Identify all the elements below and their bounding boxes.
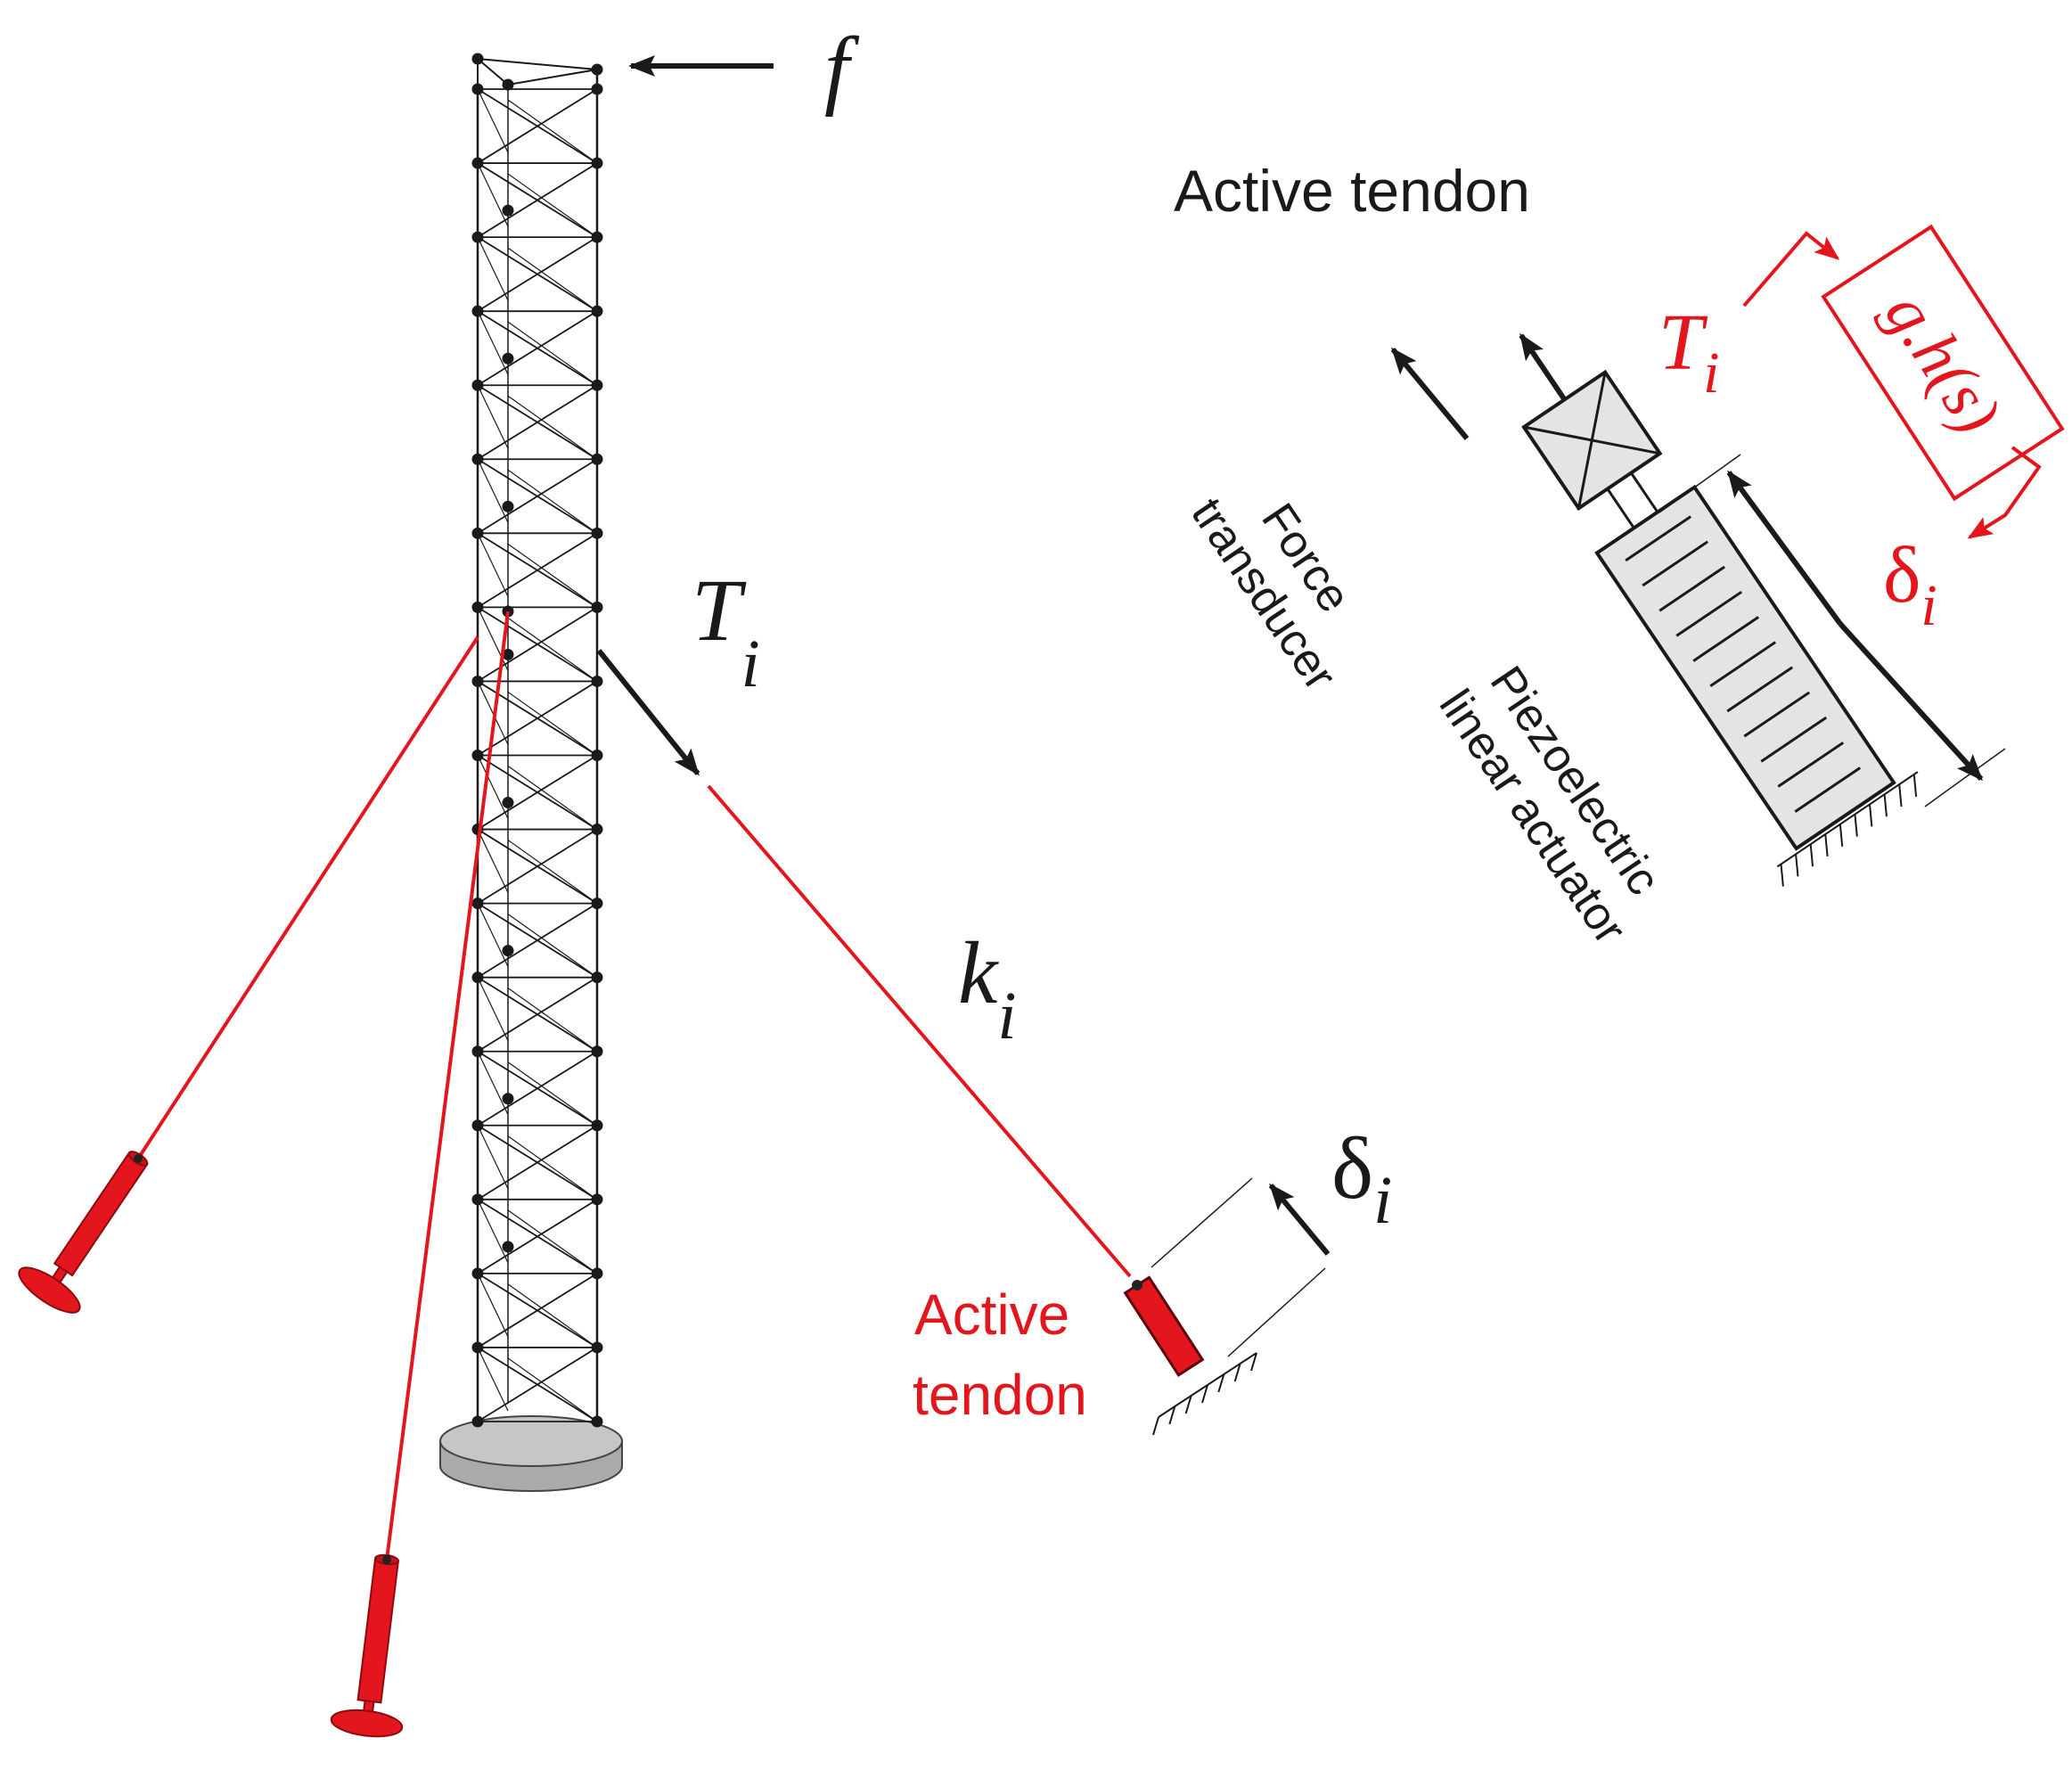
displacement-label: δi <box>1331 1119 1392 1238</box>
truss-base-disc <box>439 1415 623 1492</box>
tension-label: Ti <box>692 561 760 701</box>
delta-arrow <box>1268 1183 1331 1256</box>
lattice-truss-tower <box>471 53 603 1428</box>
force-label: f <box>824 19 860 118</box>
displacement-subscript: i <box>1373 1163 1392 1238</box>
inset-displacement-double-arrow <box>1658 454 2006 807</box>
stiffness-subscript: i <box>997 979 1016 1053</box>
piezo-actuator-body <box>1594 484 1896 851</box>
active-tendon-red-line1: Active <box>914 1282 1069 1347</box>
tension-subscript: i <box>741 627 760 701</box>
active-tendon-cable <box>707 784 1132 1278</box>
svg-text:Force transducer: Force transducer <box>1181 458 1392 700</box>
inset-title: Active tendon <box>1174 158 1530 224</box>
active-tendon-ground-hatch <box>1152 1352 1257 1436</box>
inset-displacement-symbol: δ <box>1883 531 1920 619</box>
tension-arrow <box>596 649 700 776</box>
inset-displacement-label: δi <box>1883 531 1937 638</box>
feedback-loop: g.h(s) <box>1742 224 2065 539</box>
active-tendon-red-line2: tendon <box>913 1363 1087 1427</box>
inset-tension-subscript: i <box>1703 340 1719 406</box>
piezo-actuator-label: Piezoelectric linear actuator <box>1429 650 1683 954</box>
displacement-symbol: δ <box>1331 1119 1373 1217</box>
stiffness-symbol: k <box>958 923 999 1022</box>
tension-symbol: T <box>692 561 747 660</box>
force-transducer-label: Force transducer <box>1181 458 1392 700</box>
inset-tendon-assembly <box>1519 332 1919 887</box>
active-tendon-red-label: Active tendon <box>913 1282 1087 1427</box>
stiffness-label: ki <box>958 923 1017 1053</box>
inset-tension-symbol: T <box>1658 299 1708 387</box>
delta-dimension-lines <box>1151 1177 1326 1357</box>
svg-text:Piezoelectric linear act: Piezoelectric linear actuator <box>1429 650 1683 953</box>
inset-tension-arrow-left <box>1390 347 1470 440</box>
inset-displacement-subscript: i <box>1920 573 1937 638</box>
force-transducer-box <box>1521 369 1663 512</box>
passive-tendon-bottom <box>330 610 510 1738</box>
active-tendon-anchor <box>1123 1275 1205 1378</box>
inset-tension-label: Ti <box>1658 299 1719 406</box>
passive-tendon-left <box>18 635 479 1314</box>
